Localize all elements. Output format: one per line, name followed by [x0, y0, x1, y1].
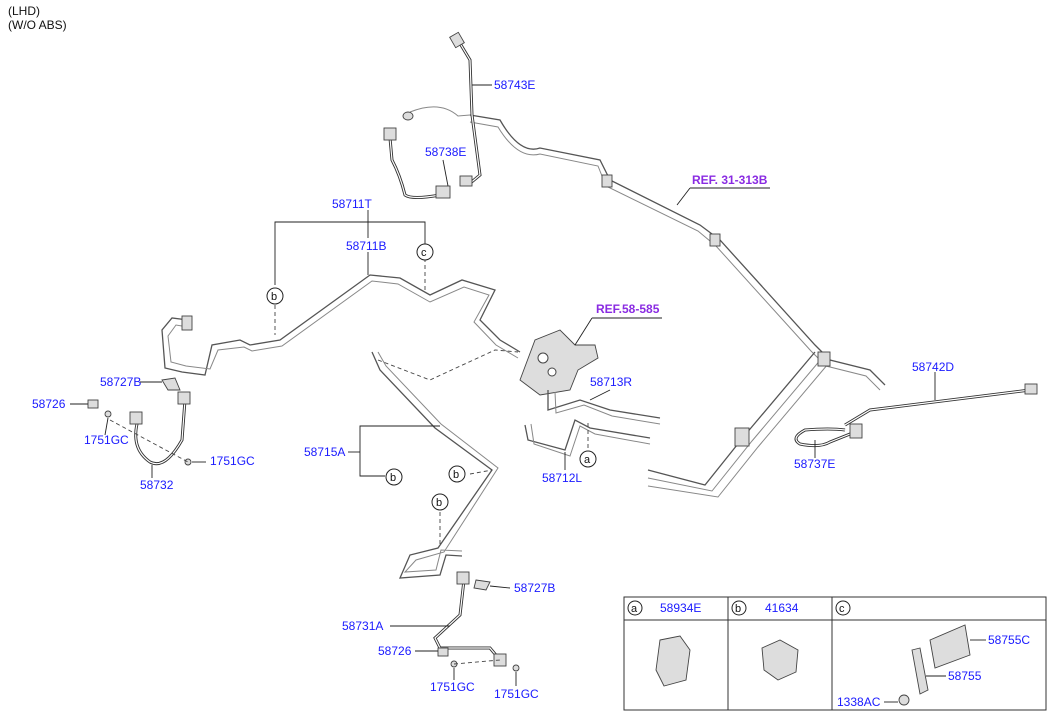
legend-part-41634: 41634 — [765, 601, 799, 615]
clip-41634 — [761, 639, 799, 681]
hose-58731A — [433, 571, 507, 667]
legend-cell-a: a 58934E — [627, 600, 701, 687]
line-fitting — [402, 111, 414, 121]
hose-58738E — [383, 127, 451, 199]
label-58712L: 58712L — [542, 471, 582, 485]
upper-brake-line — [409, 106, 471, 117]
callout-c-1: c — [416, 243, 434, 261]
label-58743E: 58743E — [494, 78, 535, 92]
label-58711B: 58711B — [346, 239, 386, 253]
legend-table: a 58934E b 41634 c 58755C 58755 1338AC — [623, 596, 1047, 711]
legend-part-58934E: 58934E — [660, 601, 701, 615]
master-cylinder — [519, 329, 599, 396]
label-58731A: 58731A — [342, 619, 383, 633]
bolt-1338AC — [898, 694, 910, 706]
label-58726-bot: 58726 — [378, 644, 412, 658]
legend-letter-b: b — [735, 603, 741, 615]
legend-part-1338AC: 1338AC — [837, 695, 881, 709]
rear-line-58715A — [371, 349, 519, 579]
legend-letter-a: a — [631, 603, 638, 615]
ref-58-585: REF.58-585 — [596, 302, 660, 316]
leader-lines — [70, 84, 936, 686]
front-line-58711 — [161, 274, 521, 376]
legend-letter-c: c — [839, 603, 845, 615]
label-1751GC-c: 1751GC — [430, 680, 475, 694]
legend-cell-b: b 41634 — [731, 600, 799, 681]
legend-cell-c: c 58755C 58755 1338AC — [835, 600, 1030, 709]
svg-text:c: c — [421, 247, 427, 259]
hose-58737E — [794, 423, 863, 448]
label-58726-top: 58726 — [32, 397, 66, 411]
label-1751GC-d: 1751GC — [494, 687, 539, 701]
line-clip — [734, 427, 750, 447]
line-clip — [601, 174, 613, 188]
label-58742D: 58742D — [912, 360, 954, 374]
label-58727B-top: 58727B — [100, 375, 141, 389]
label-58727B-bot: 58727B — [514, 581, 555, 595]
hose-58732 — [129, 391, 191, 466]
lines-58713R-58712L — [524, 390, 661, 457]
label-1751GC-a: 1751GC — [84, 433, 129, 447]
svg-text:b: b — [436, 497, 442, 509]
clip-58755C — [929, 624, 971, 669]
label-58713R: 58713R — [590, 375, 632, 389]
label-58732: 58732 — [140, 478, 174, 492]
legend-part-58755C: 58755C — [988, 633, 1030, 647]
legend-part-58755: 58755 — [948, 669, 982, 683]
fasteners — [87, 377, 520, 672]
line-clip — [817, 351, 831, 367]
callout-a-1: a — [579, 450, 597, 468]
callout-b-3: b — [448, 465, 466, 483]
svg-text:b: b — [453, 469, 459, 481]
svg-text:a: a — [584, 454, 591, 466]
callout-b-1: b — [266, 287, 284, 305]
bracket-58755 — [911, 647, 929, 695]
ref-31-313B: REF. 31-313B — [692, 173, 768, 187]
label-58738E: 58738E — [425, 145, 466, 159]
callout-b-4: b — [431, 493, 449, 511]
hose-58743E — [449, 31, 482, 187]
rear-brake-line — [469, 114, 886, 498]
svg-text:b: b — [271, 291, 277, 303]
label-1751GC-b: 1751GC — [210, 454, 255, 468]
clip-58934E — [655, 635, 691, 687]
label-58737E: 58737E — [794, 457, 835, 471]
callout-b-2: b — [385, 468, 403, 486]
header-wo-abs: (W/O ABS) — [8, 18, 67, 32]
header-lhd: (LHD) — [8, 4, 40, 18]
line-clip — [709, 233, 721, 247]
label-58715A: 58715A — [304, 445, 345, 459]
hose-58742D — [844, 383, 1038, 427]
svg-text:b: b — [390, 472, 396, 484]
label-58711T: 58711T — [332, 197, 372, 211]
